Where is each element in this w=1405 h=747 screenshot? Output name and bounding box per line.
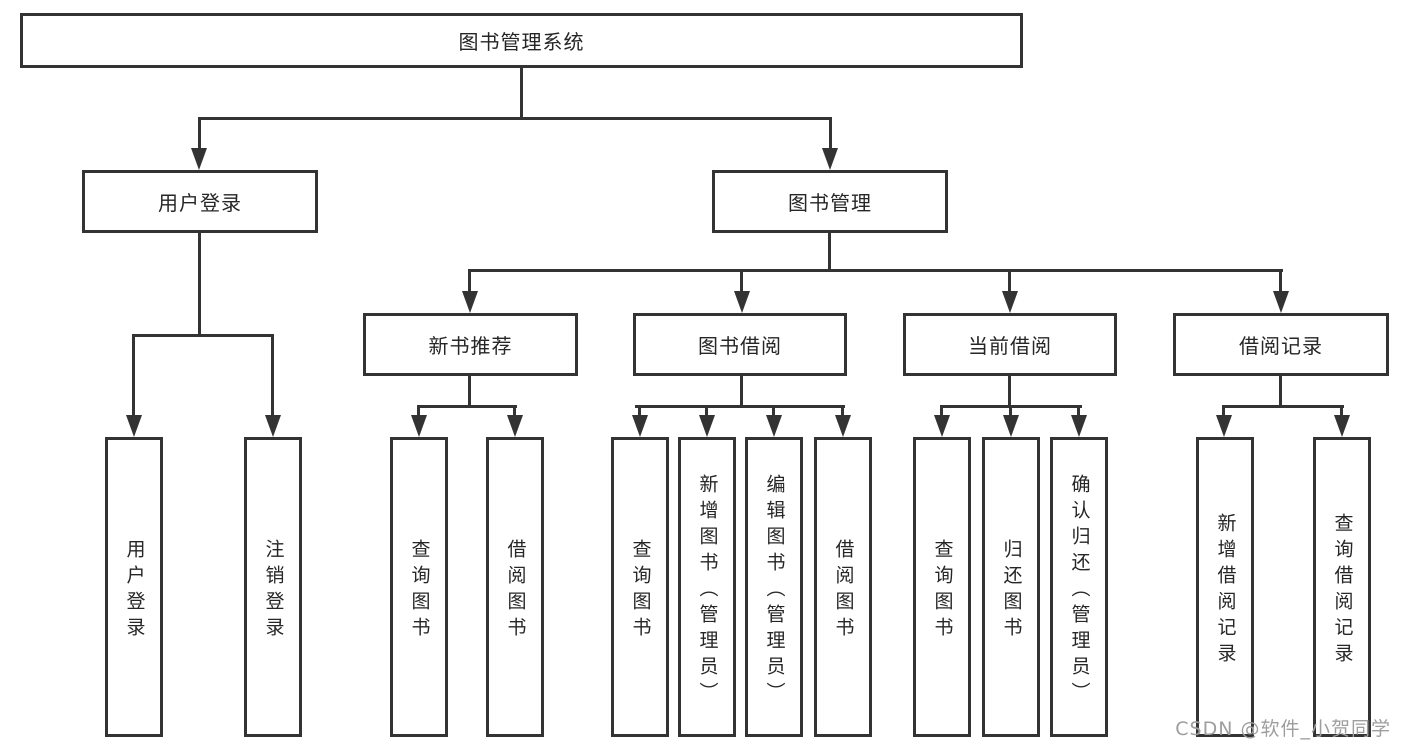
leaf-logout: 注销登录 bbox=[244, 437, 302, 737]
arrow-down-icon bbox=[766, 415, 782, 437]
connector-user-login-elbow bbox=[132, 334, 274, 337]
leaf-label: 用户登录 bbox=[123, 538, 146, 643]
arrow-down-icon bbox=[699, 415, 715, 437]
arrow-down-icon bbox=[1273, 291, 1289, 313]
connector-drop-book-mgmt bbox=[829, 117, 832, 150]
connector-drop bbox=[468, 270, 471, 293]
leaf-edit-books-admin: 编辑图书（管理员） bbox=[745, 437, 803, 737]
leaf-label: 注销登录 bbox=[262, 538, 285, 643]
node-book-borrowing: 图书借阅 bbox=[633, 313, 847, 376]
leaf-label: 查询借阅记录 bbox=[1331, 512, 1354, 669]
leaf-query-books: 查询图书 bbox=[611, 437, 669, 737]
arrow-down-icon bbox=[734, 291, 750, 313]
leaf-return-books: 归还图书 bbox=[982, 437, 1040, 737]
connector-root-stem bbox=[520, 68, 523, 119]
connector-drop bbox=[1008, 270, 1011, 293]
node-user-login-branch: 用户登录 bbox=[82, 170, 318, 233]
node-root-library-system: 图书管理系统 bbox=[20, 13, 1023, 68]
leaf-borrow-books: 借阅图书 bbox=[814, 437, 872, 737]
connector-stem bbox=[1279, 376, 1282, 408]
arrow-down-icon bbox=[126, 415, 142, 437]
node-label: 图书借阅 bbox=[698, 334, 782, 358]
leaf-label: 确认归还（管理员） bbox=[1068, 473, 1091, 708]
leaf-user-login: 用户登录 bbox=[105, 437, 163, 737]
arrow-down-icon bbox=[411, 415, 427, 437]
node-label: 新书推荐 bbox=[428, 334, 513, 358]
connector-elbow bbox=[1222, 405, 1344, 408]
leaf-label: 新增图书（管理员） bbox=[696, 473, 719, 708]
connector-drop bbox=[1279, 270, 1282, 293]
connector-drop bbox=[940, 406, 943, 418]
arrow-down-icon bbox=[1002, 291, 1018, 313]
connector-root-elbow bbox=[198, 117, 832, 120]
arrow-down-icon bbox=[1216, 415, 1232, 437]
connector-drop bbox=[1340, 406, 1343, 418]
leaf-label: 查询图书 bbox=[408, 538, 431, 643]
leaf-query-books: 查询图书 bbox=[390, 437, 448, 737]
connector-drop bbox=[132, 334, 135, 417]
node-root-label: 图书管理系统 bbox=[458, 30, 585, 54]
connector-elbow bbox=[417, 405, 517, 408]
connector-drop bbox=[705, 406, 708, 418]
connector-drop bbox=[271, 334, 274, 417]
arrow-down-icon bbox=[1071, 415, 1087, 437]
connector-book-mgmt-stem bbox=[828, 233, 831, 271]
arrow-down-icon bbox=[632, 415, 648, 437]
leaf-label: 查询图书 bbox=[931, 538, 954, 643]
leaf-label: 新增借阅记录 bbox=[1214, 512, 1237, 669]
arrow-down-icon bbox=[1003, 415, 1019, 437]
connector-drop bbox=[1222, 406, 1225, 418]
connector-drop bbox=[841, 406, 844, 418]
connector-drop bbox=[638, 406, 641, 418]
arrow-down-icon bbox=[1334, 415, 1350, 437]
connector-drop bbox=[417, 406, 420, 418]
leaf-label: 借阅图书 bbox=[504, 538, 527, 643]
node-label: 当前借阅 bbox=[968, 334, 1052, 358]
connector-user-login-stem bbox=[198, 233, 201, 336]
node-label: 用户登录 bbox=[158, 191, 242, 215]
connector-drop bbox=[740, 270, 743, 293]
arrow-down-icon bbox=[934, 415, 950, 437]
leaf-borrow-books: 借阅图书 bbox=[486, 437, 544, 737]
leaf-add-books-admin: 新增图书（管理员） bbox=[678, 437, 736, 737]
connector-stem bbox=[468, 376, 471, 408]
node-current-borrowing: 当前借阅 bbox=[903, 313, 1117, 376]
node-book-management-branch: 图书管理 bbox=[712, 170, 948, 233]
arrow-down-icon bbox=[835, 415, 851, 437]
connector-elbow bbox=[635, 405, 845, 408]
connector-drop bbox=[513, 406, 516, 418]
connector-drop-user-login bbox=[198, 117, 201, 150]
connector-stem bbox=[1008, 376, 1011, 408]
arrow-down-icon bbox=[462, 291, 478, 313]
node-label: 借阅记录 bbox=[1239, 334, 1323, 358]
leaf-label: 归还图书 bbox=[1000, 538, 1023, 643]
arrow-down-icon bbox=[191, 148, 207, 170]
arrow-down-icon bbox=[822, 148, 838, 170]
leaf-confirm-return-admin: 确认归还（管理员） bbox=[1050, 437, 1108, 737]
node-borrowing-records: 借阅记录 bbox=[1173, 313, 1389, 376]
connector-stem bbox=[740, 376, 743, 408]
connector-drop bbox=[1077, 406, 1080, 418]
node-label: 图书管理 bbox=[788, 191, 872, 215]
csdn-watermark: CSDN @软件_小贺同学 bbox=[1175, 718, 1391, 740]
connector-drop bbox=[772, 406, 775, 418]
arrow-down-icon bbox=[265, 415, 281, 437]
leaf-query-borrow-record: 查询借阅记录 bbox=[1313, 437, 1371, 737]
connector-drop bbox=[1009, 406, 1012, 418]
leaf-add-borrow-record: 新增借阅记录 bbox=[1196, 437, 1254, 737]
node-new-book-recommend: 新书推荐 bbox=[363, 313, 578, 376]
leaf-query-books: 查询图书 bbox=[913, 437, 971, 737]
leaf-label: 编辑图书（管理员） bbox=[763, 473, 786, 708]
connector-book-mgmt-elbow bbox=[468, 269, 1283, 272]
arrow-down-icon bbox=[507, 415, 523, 437]
leaf-label: 借阅图书 bbox=[832, 538, 855, 643]
leaf-label: 查询图书 bbox=[629, 538, 652, 643]
